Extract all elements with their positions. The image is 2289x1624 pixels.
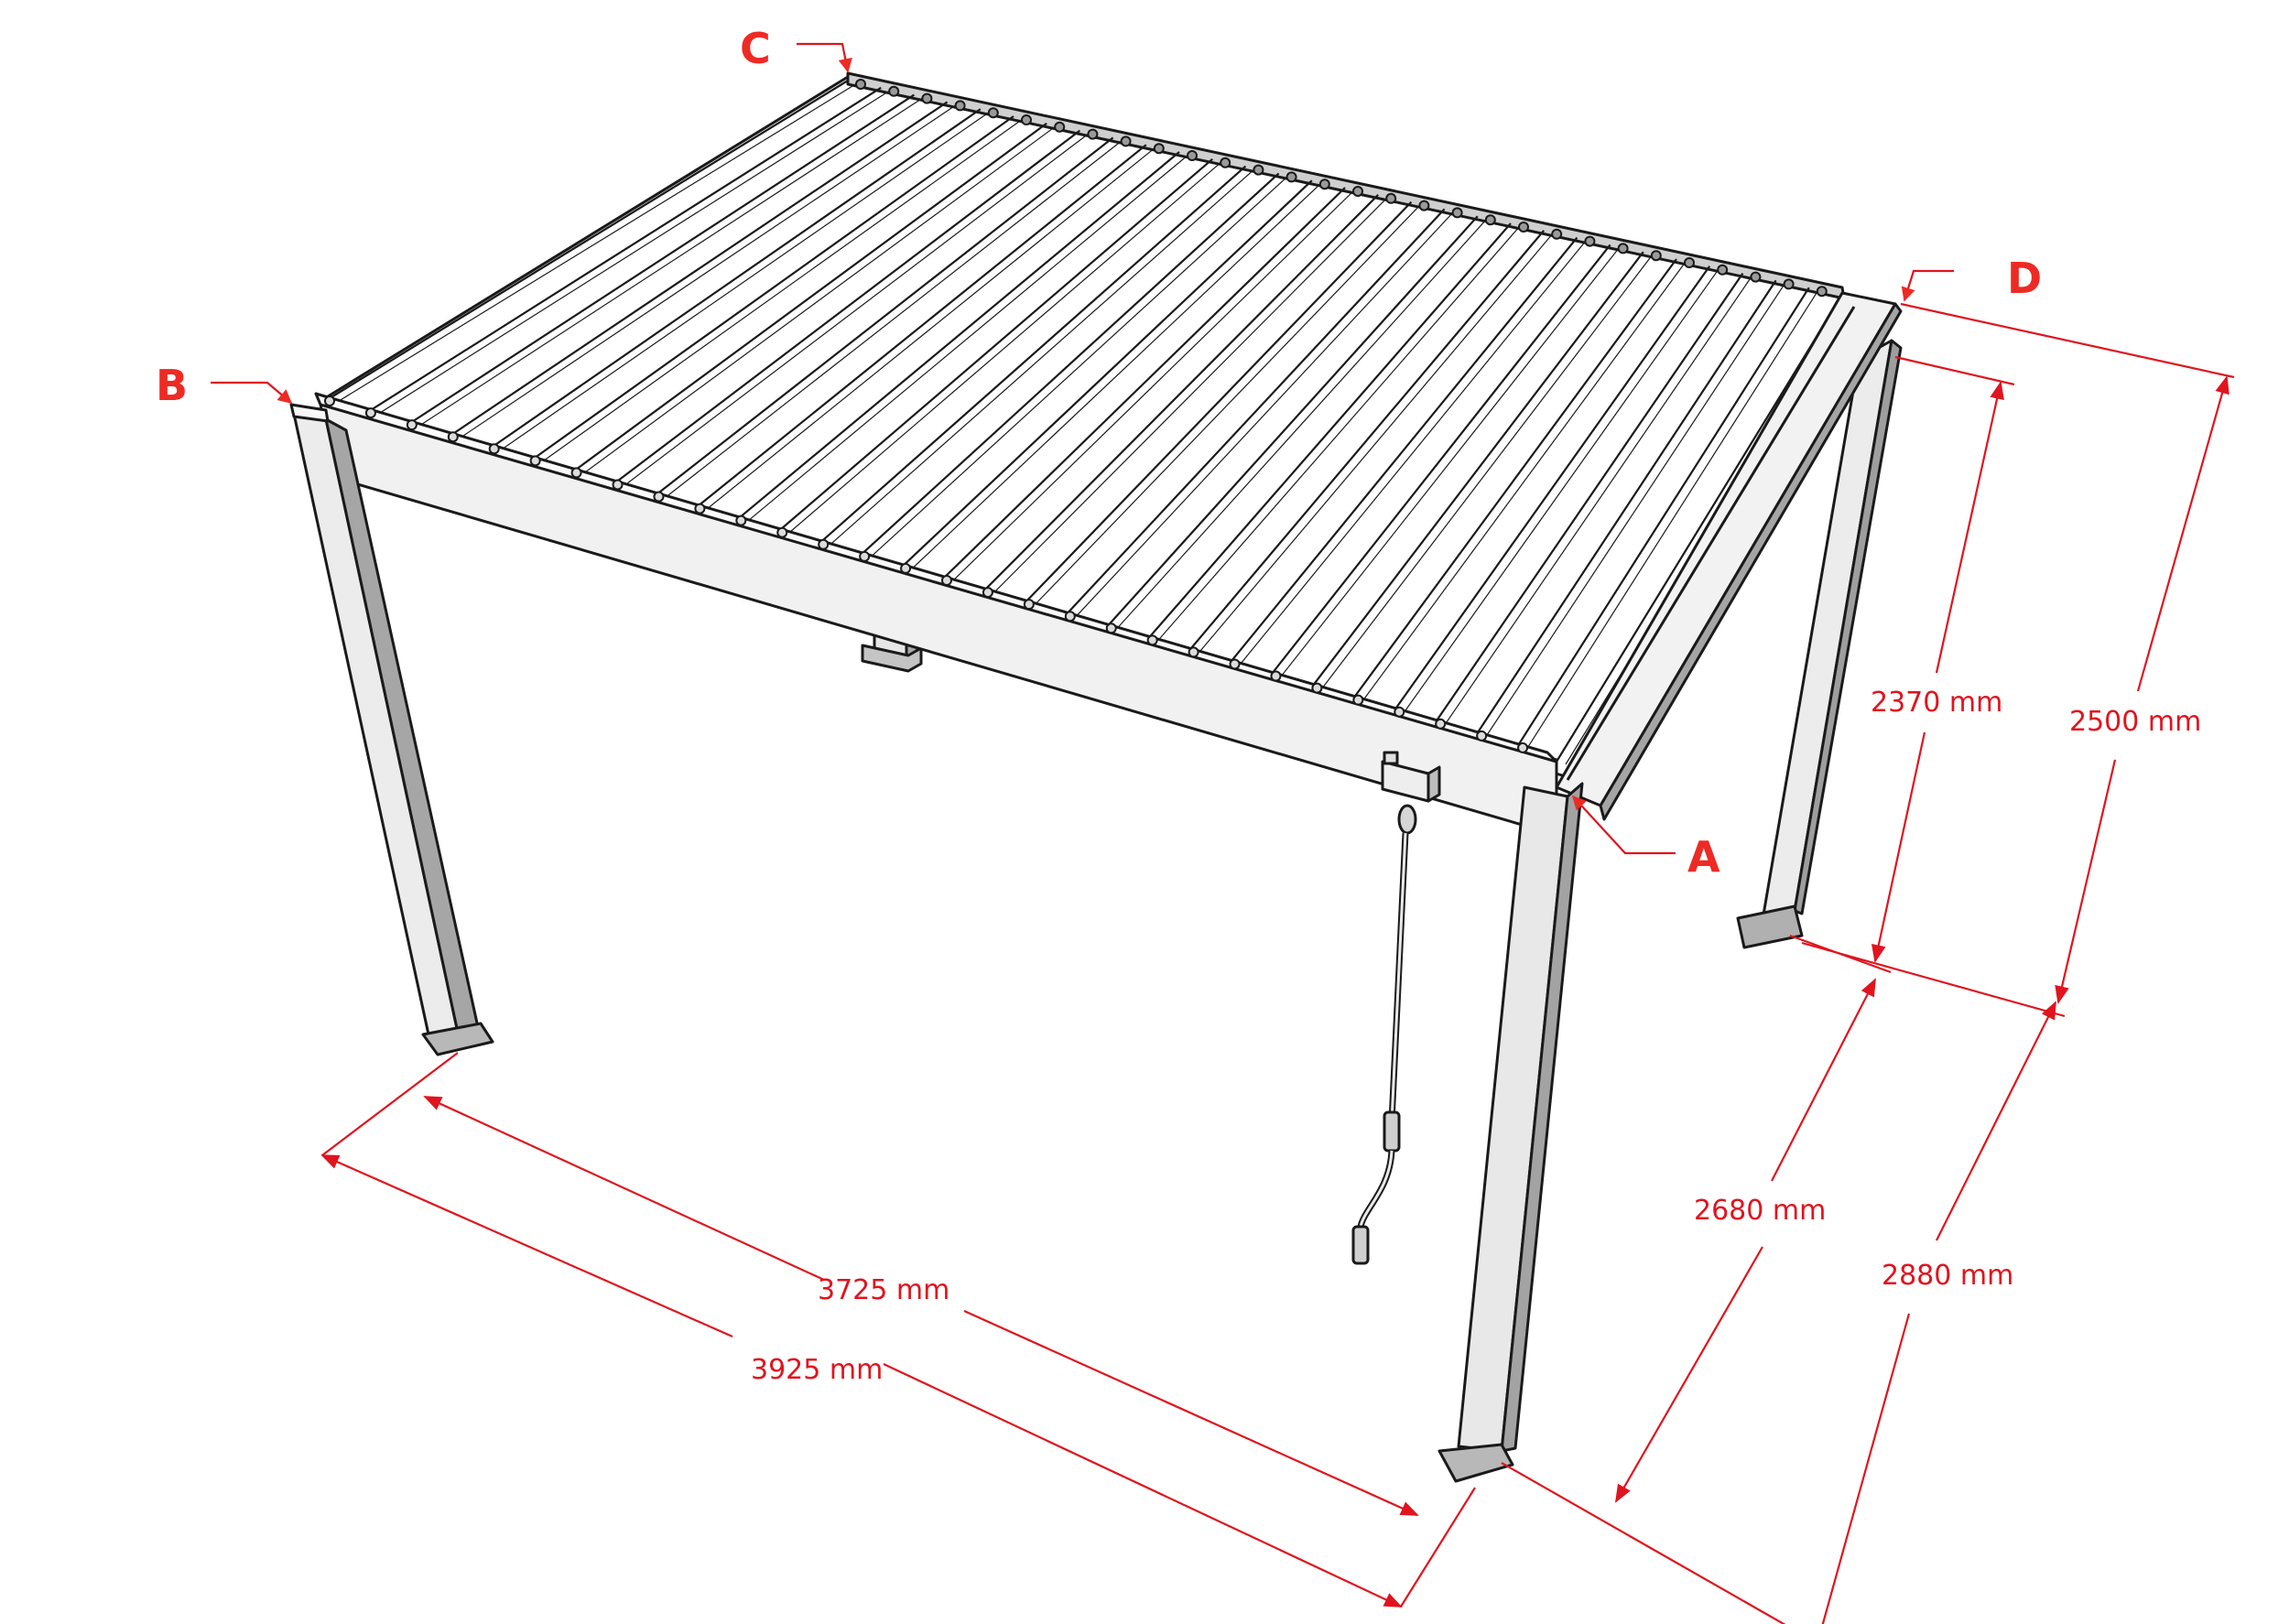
hinge-pin	[1394, 706, 1405, 718]
front-beam	[314, 392, 1558, 837]
dim-line-3925	[320, 1153, 733, 1338]
dim-label-3925: 3925 mm	[751, 1354, 883, 1386]
dim-line-2500	[2055, 759, 2117, 1004]
louver-slat	[486, 108, 982, 452]
louver-slat	[1432, 272, 1744, 727]
corner-label-b: B	[156, 361, 188, 410]
hinge-pin	[1476, 730, 1488, 742]
louver-slat	[321, 80, 849, 404]
hinge-pin	[776, 526, 788, 538]
louver-slat	[938, 187, 1346, 583]
base-plate-front-right	[1437, 1443, 1514, 1483]
hinge-pin	[818, 538, 830, 550]
louver-slat	[1473, 279, 1777, 739]
hinge-pin	[1435, 718, 1447, 730]
hinge-pin	[982, 587, 993, 599]
louver-slat	[1102, 215, 1479, 632]
dim-label-2370: 2370 mm	[1871, 687, 2002, 719]
dim-line-3725	[423, 1096, 825, 1281]
crank-gearbox	[1381, 751, 1441, 803]
louver-slat	[897, 179, 1313, 571]
base-plate-back-right	[1736, 904, 1804, 949]
hinge-pin	[1023, 599, 1035, 611]
hinge-pin	[324, 395, 335, 406]
dimension-labels: 3725 mm 3925 mm 2680 mm 2880 mm 2370 mm …	[751, 687, 2201, 1386]
louver-slat	[1350, 258, 1677, 703]
louver-slat	[1185, 230, 1546, 655]
hinge-pin	[529, 455, 541, 467]
louver-slat	[1308, 251, 1644, 691]
hinge-pin	[1517, 742, 1529, 753]
base-plate-front-left	[421, 1022, 494, 1056]
corner-label-a: A	[1687, 832, 1720, 882]
hinge-pin	[1311, 682, 1323, 694]
crank-handle	[1351, 804, 1417, 1265]
louver-slat	[732, 151, 1180, 524]
dim-line-2680	[1615, 1246, 1763, 1503]
dim-label-2500: 2500 mm	[2069, 706, 2201, 738]
louver-slat	[980, 194, 1379, 595]
louver-slat	[815, 165, 1247, 547]
louver-slat	[404, 93, 916, 428]
louver-slat	[1391, 265, 1711, 715]
hinge-pin	[364, 407, 376, 419]
hinge-pin	[406, 419, 418, 431]
hinge-pin	[859, 550, 871, 562]
hinge-pin	[900, 562, 912, 574]
hinge-pin	[653, 491, 665, 503]
louver-slat	[1267, 244, 1611, 679]
hinge-pin	[488, 443, 500, 455]
louver-slat	[1514, 287, 1810, 751]
louver-slat	[527, 115, 1014, 464]
hinge-pin	[1352, 694, 1364, 706]
hinge-pin	[447, 431, 459, 443]
corner-label-d: D	[2007, 254, 2042, 303]
louver-slat	[856, 172, 1280, 559]
louver-slat	[568, 122, 1047, 476]
dim-line-2370	[1871, 731, 1926, 963]
louver-slat	[609, 129, 1081, 488]
dim-line-2880	[1821, 1313, 1911, 1624]
louver-slat	[650, 136, 1114, 500]
hinge-pin	[941, 575, 952, 586]
louver-slat	[1556, 294, 1843, 763]
hinge-pin	[1229, 658, 1241, 670]
roof-louvers	[319, 71, 1903, 821]
corner-label-c: C	[740, 24, 771, 73]
dim-label-3725: 3725 mm	[818, 1274, 949, 1306]
louver-slat	[691, 144, 1147, 512]
louver-slat	[1021, 200, 1413, 607]
hinge-pin	[570, 467, 582, 479]
louver-slat	[1061, 208, 1446, 619]
post-front-left	[289, 403, 494, 1056]
dim-label-2880: 2880 mm	[1882, 1260, 2013, 1292]
louver-slat	[363, 86, 882, 416]
post-front-right	[1437, 782, 1584, 1483]
louver-slat	[445, 101, 949, 440]
corner-callouts: C D B A	[156, 24, 2042, 882]
hinge-pin	[612, 479, 624, 491]
hinge-pin	[1105, 623, 1117, 634]
hinge-pin	[1188, 646, 1199, 658]
hinge-pin	[735, 514, 747, 526]
hinge-pin	[1270, 670, 1282, 682]
louver-slat	[1226, 236, 1578, 667]
hinge-pin	[694, 503, 706, 514]
louver-slat	[1144, 222, 1512, 644]
post-back-right	[1736, 339, 1903, 949]
hinge-pin	[1064, 611, 1076, 623]
dim-label-2680: 2680 mm	[1694, 1195, 1826, 1227]
hinge-pin	[1146, 634, 1158, 646]
base-plate-back-left	[861, 644, 923, 673]
louver-slat	[774, 157, 1213, 536]
dimension-lines	[320, 302, 2235, 1624]
